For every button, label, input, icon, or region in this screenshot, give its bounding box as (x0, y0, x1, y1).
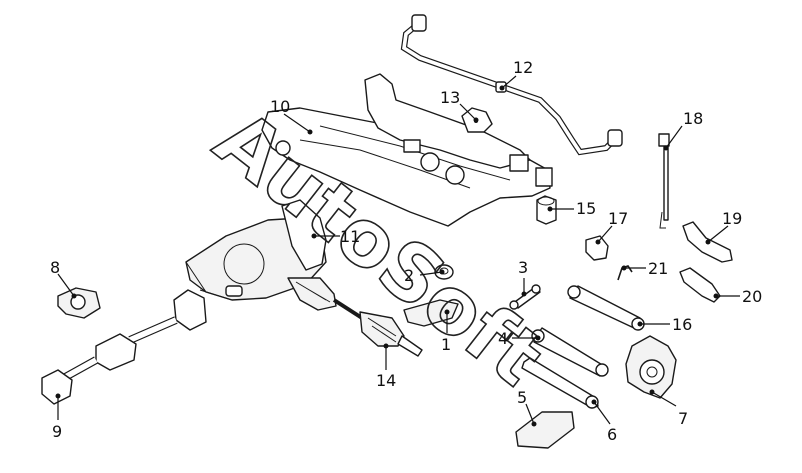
callout-number: 20 (742, 287, 762, 306)
part-plate-5[interactable] (515, 411, 575, 449)
callout-1[interactable]: 1 (441, 309, 451, 355)
callout-19[interactable]: 19 (705, 209, 743, 245)
callout-5[interactable]: 5 (517, 388, 537, 427)
callout-20[interactable]: 20 (713, 287, 763, 306)
callout-17[interactable]: 17 (595, 209, 629, 245)
callout-number: 11 (340, 227, 360, 246)
callout-number: 7 (678, 409, 688, 428)
part-subframe[interactable] (261, 73, 553, 227)
callout-number: 17 (608, 209, 628, 228)
callout-12[interactable]: 12 (499, 58, 534, 91)
callout-2[interactable]: 2 (404, 266, 445, 285)
part-bracket-1[interactable] (403, 299, 459, 327)
callout-number: 14 (376, 371, 396, 390)
callout-9[interactable]: 9 (52, 393, 62, 442)
part-center-bearing[interactable] (57, 287, 101, 319)
callout-number: 12 (513, 58, 533, 77)
callout-number: 4 (498, 329, 508, 348)
part-stabilizer-bar[interactable] (400, 14, 623, 156)
callout-number: 10 (270, 97, 290, 116)
callout-6[interactable]: 6 (591, 399, 618, 445)
callout-14[interactable]: 14 (376, 343, 396, 391)
callout-10[interactable]: 10 (270, 97, 313, 135)
part-small-link-3[interactable] (509, 284, 541, 310)
part-bracket-17[interactable] (585, 235, 609, 261)
callout-16[interactable]: 16 (637, 315, 693, 334)
callout-number: 18 (683, 109, 703, 128)
part-bushing-15[interactable] (536, 195, 557, 225)
callout-number: 2 (404, 266, 414, 285)
callout-8[interactable]: 8 (50, 258, 77, 299)
callout-3[interactable]: 3 (518, 258, 528, 297)
callout-18[interactable]: 18 (663, 109, 704, 151)
callout-number: 16 (672, 315, 692, 334)
part-drive-shaft-14[interactable] (287, 277, 423, 357)
callout-21[interactable]: 21 (621, 259, 669, 278)
callout-number: 5 (517, 388, 527, 407)
callout-13[interactable]: 13 (440, 88, 479, 123)
callout-number: 9 (52, 422, 62, 441)
part-arm-20[interactable] (679, 267, 721, 303)
part-link-18[interactable] (658, 133, 670, 229)
callout-number: 13 (440, 88, 460, 107)
callout-number: 6 (607, 425, 617, 444)
callout-number: 19 (722, 209, 742, 228)
callout-number: 3 (518, 258, 528, 277)
part-lateral-link-16[interactable] (567, 285, 645, 331)
callout-15[interactable]: 15 (547, 199, 597, 218)
part-link-4[interactable] (531, 327, 609, 377)
callout-7[interactable]: 7 (649, 389, 689, 429)
callout-number: 21 (648, 259, 668, 278)
part-propeller-shaft[interactable] (41, 289, 207, 405)
callout-number: 8 (50, 258, 60, 277)
callout-number: 15 (576, 199, 596, 218)
callout-11[interactable]: 11 (311, 227, 361, 246)
callout-4[interactable]: 4 (498, 329, 541, 348)
part-hub-carrier[interactable] (625, 335, 677, 399)
callout-number: 1 (441, 335, 451, 354)
